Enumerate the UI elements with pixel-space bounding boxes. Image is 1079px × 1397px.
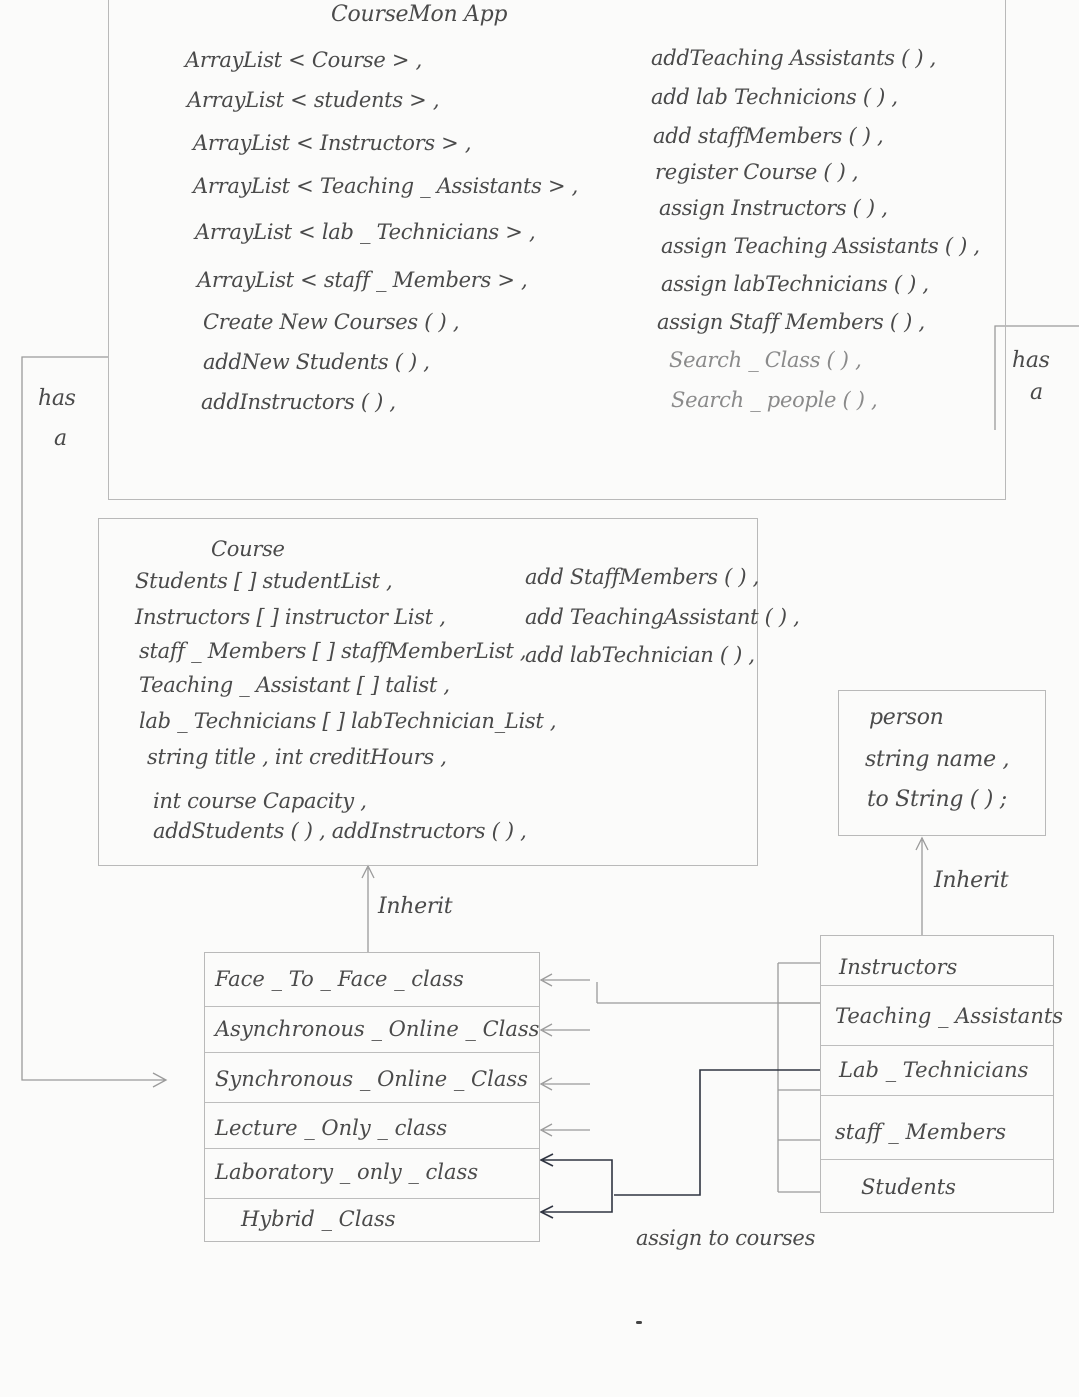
class-type-label: Laboratory _ only _ class [215, 1160, 479, 1184]
course-member: int course Capacity , [153, 789, 367, 813]
course-member: add StaffMembers ( ) , [525, 565, 759, 589]
people-type-label: Lab _ Technicians [839, 1058, 1029, 1082]
app-member: ArrayList < students > , [187, 88, 440, 112]
course-member: addStudents ( ) , addInstructors ( ) , [153, 819, 527, 843]
app-member: assign Teaching Assistants ( ) , [661, 234, 980, 258]
assign-to-courses-label: assign to courses [636, 1226, 816, 1250]
has-a-left-label-1: has [38, 386, 76, 411]
course-member: lab _ Technicians [ ] labTechnician_List… [139, 709, 557, 733]
course-title: Course [211, 537, 285, 561]
app-member: assign Staff Members ( ) , [657, 310, 925, 334]
app-member: addTeaching Assistants ( ) , [651, 46, 936, 70]
has-a-left-label-2: a [54, 426, 67, 451]
people-type-row: Teaching _ Assistants [821, 986, 1063, 1046]
person-inherit-label: Inherit [934, 868, 1009, 893]
class-type-row: Asynchronous _ Online _ Class [205, 1007, 539, 1053]
people-type-label: Instructors [839, 955, 958, 979]
assign-line [614, 1069, 820, 1196]
has-a-right-label-1: has [1012, 348, 1050, 373]
course-member: Students [ ] studentList , [135, 569, 393, 593]
app-member: Create New Courses ( ) , [203, 310, 460, 334]
app-member: addNew Students ( ) , [203, 350, 430, 374]
has-a-right-line [994, 325, 1079, 430]
person-inherit-arrowhead [915, 836, 929, 851]
pen-dot [636, 1321, 642, 1324]
class-type-row: Laboratory _ only _ class [205, 1149, 539, 1199]
person-member: string name , [865, 747, 1010, 772]
people-type-label: staff _ Members [835, 1120, 1006, 1144]
person-title: person [869, 705, 944, 730]
people-types-stack: Instructors Teaching _ Assistants Lab _ … [820, 935, 1063, 1214]
course-box: Course Students [ ] studentList , Instru… [98, 518, 800, 866]
app-member: ArrayList < Course > , [185, 48, 422, 72]
class-type-label: Synchronous _ Online _ Class [215, 1067, 528, 1091]
app-member: Search _ Class ( ) , [669, 348, 862, 372]
people-type-row: staff _ Members [821, 1096, 1053, 1160]
course-member: Instructors [ ] instructor List , [135, 605, 446, 629]
app-member: Search _ people ( ) , [671, 388, 878, 412]
people-type-label: Teaching _ Assistants [835, 1004, 1064, 1028]
class-type-row: Hybrid _ Class [205, 1199, 539, 1243]
app-member: ArrayList < lab _ Technicians > , [195, 220, 536, 244]
app-member: add staffMembers ( ) , [653, 124, 884, 148]
person-member: to String ( ) ; [867, 787, 1007, 812]
class-type-row: Lecture _ Only _ class [205, 1103, 539, 1149]
class-row-arrows [539, 973, 590, 1137]
app-member: assign Instructors ( ) , [659, 196, 888, 220]
people-type-label: Students [861, 1175, 956, 1199]
course-member: add TeachingAssistant ( ) , [525, 605, 800, 629]
class-type-label: Face _ To _ Face _ class [215, 967, 464, 991]
has-a-right-label-2: a [1030, 380, 1043, 405]
course-inherit-label: Inherit [378, 894, 453, 919]
class-types-stack: Face _ To _ Face _ class Asynchronous _ … [204, 952, 540, 1242]
class-type-row: Synchronous _ Online _ Class [205, 1053, 539, 1103]
class-type-label: Asynchronous _ Online _ Class [215, 1017, 540, 1041]
app-member: ArrayList < staff _ Members > , [197, 268, 528, 292]
app-member: add lab Technicions ( ) , [651, 85, 898, 109]
app-member: addInstructors ( ) , [201, 390, 396, 414]
app-member: ArrayList < Instructors > , [193, 131, 472, 155]
has-a-left-line [21, 356, 165, 1081]
course-member: staff _ Members [ ] staffMemberList , [139, 639, 527, 663]
course-member: Teaching _ Assistant [ ] talist , [139, 673, 450, 697]
class-type-label: Hybrid _ Class [241, 1207, 396, 1231]
coursemon-app-title: CourseMon App [331, 2, 508, 27]
course-member: add labTechnician ( ) , [525, 643, 755, 667]
course-member: string title , int creditHours , [147, 745, 447, 769]
people-type-row: Lab _ Technicians [821, 1046, 1053, 1096]
class-type-label: Lecture _ Only _ class [215, 1116, 448, 1140]
people-type-row: Students [821, 1160, 1053, 1214]
app-member: assign labTechnicians ( ) , [661, 272, 929, 296]
has-a-left-arrowhead [152, 1072, 168, 1088]
coursemon-app-box: CourseMon App ArrayList < Course > , Arr… [108, 0, 1006, 500]
app-member: register Course ( ) , [655, 160, 859, 184]
course-inherit-arrowhead [361, 864, 375, 879]
people-row-ticks [777, 962, 820, 1193]
class-type-row: Face _ To _ Face _ class [205, 959, 539, 1007]
people-type-row: Instructors [821, 936, 1053, 986]
app-member: ArrayList < Teaching _ Assistants > , [193, 174, 579, 198]
person-box: person string name , to String ( ) ; [838, 690, 1046, 836]
